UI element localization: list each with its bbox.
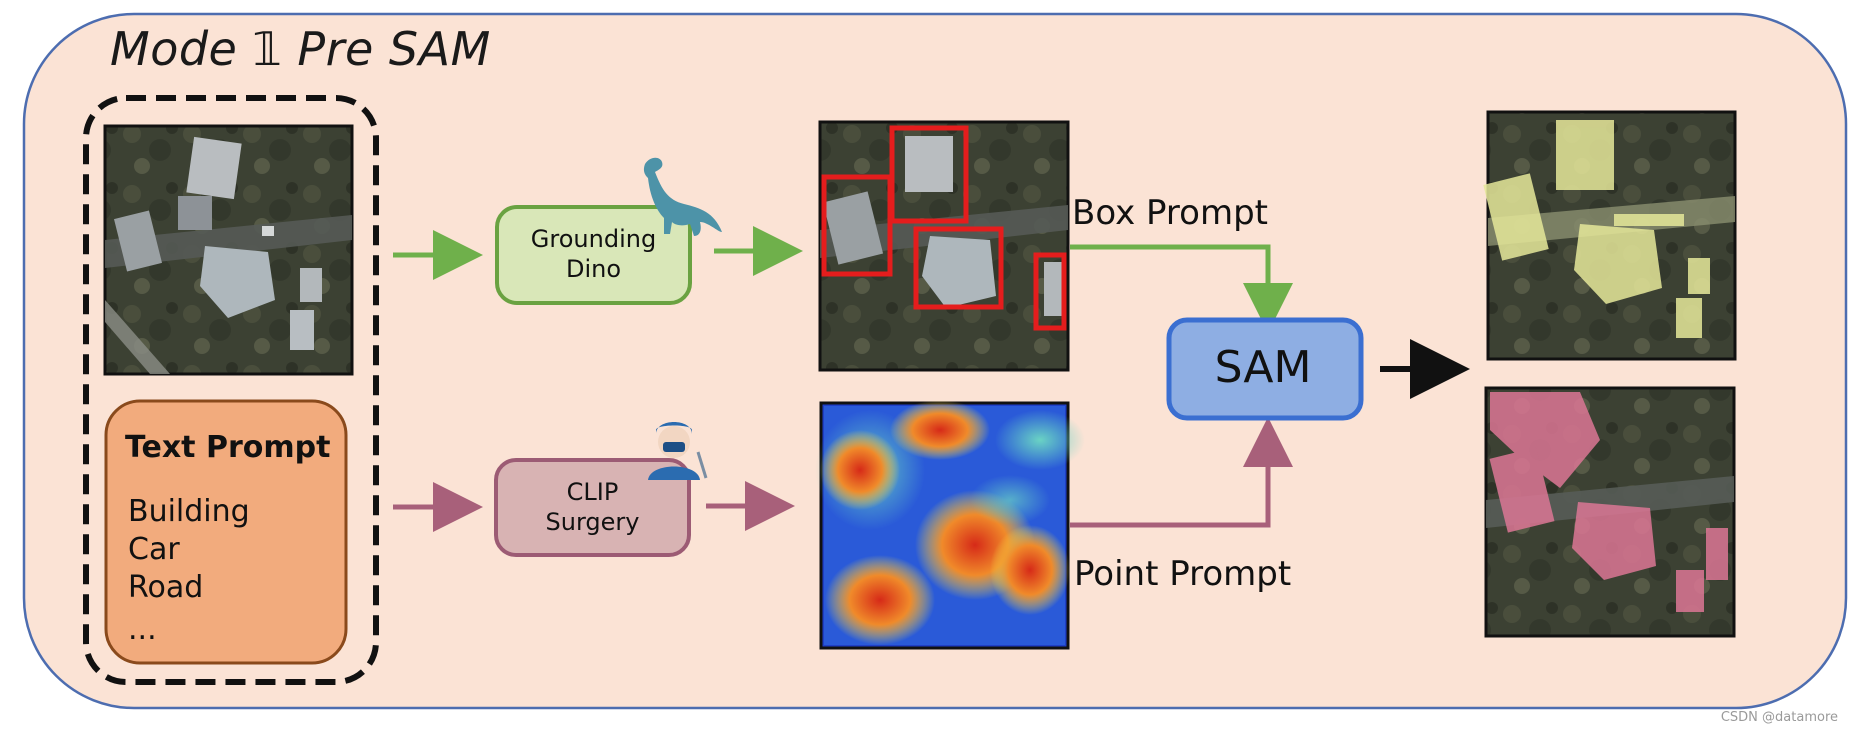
grounding-dino-box xyxy=(495,205,692,305)
sam-box xyxy=(1166,317,1364,421)
diagram-title: Mode 𝟙 Pre SAM xyxy=(110,22,491,76)
text-prompt-item: Building xyxy=(128,494,250,529)
output-segmentation-yellow xyxy=(1483,110,1737,361)
point-prompt-label: Point Prompt xyxy=(1074,554,1292,594)
detection-box xyxy=(821,174,893,277)
clip-surgery-box xyxy=(494,458,691,557)
grounding-dino-label: Grounding Dino xyxy=(497,224,690,284)
text-prompt-heading: Text Prompt xyxy=(125,430,331,465)
clip-surgery-label: CLIP Surgery xyxy=(496,477,689,537)
detection-box xyxy=(1033,252,1067,331)
surgeon-icon xyxy=(648,422,708,480)
grounding-dino-label-line2: Dino xyxy=(565,255,622,283)
text-prompt-box xyxy=(104,399,348,665)
dinosaur-icon xyxy=(643,157,722,236)
detection-box xyxy=(913,226,1004,310)
box-prompt-image xyxy=(818,120,1070,372)
sam-label: SAM xyxy=(1214,342,1312,393)
box-prompt-connector xyxy=(1070,244,1293,333)
text-prompt-item: Car xyxy=(128,532,180,567)
clip-surgery-label-line2: Surgery xyxy=(545,508,640,536)
text-prompt-item: ... xyxy=(128,612,157,647)
grounding-dino-label-line1: Grounding xyxy=(530,225,657,253)
watermark: CSDN @datamore xyxy=(1720,710,1838,725)
point-prompt-heatmap xyxy=(815,400,1085,650)
point-prompt-connector xyxy=(1070,417,1293,528)
output-segmentation-pink xyxy=(1484,386,1736,638)
input-group-dashed-border xyxy=(83,95,379,685)
input-aerial-image xyxy=(103,124,354,376)
text-prompt-item: Road xyxy=(128,570,204,605)
box-prompt-label: Box Prompt xyxy=(1072,193,1268,233)
clip-surgery-label-line1: CLIP xyxy=(566,478,619,506)
